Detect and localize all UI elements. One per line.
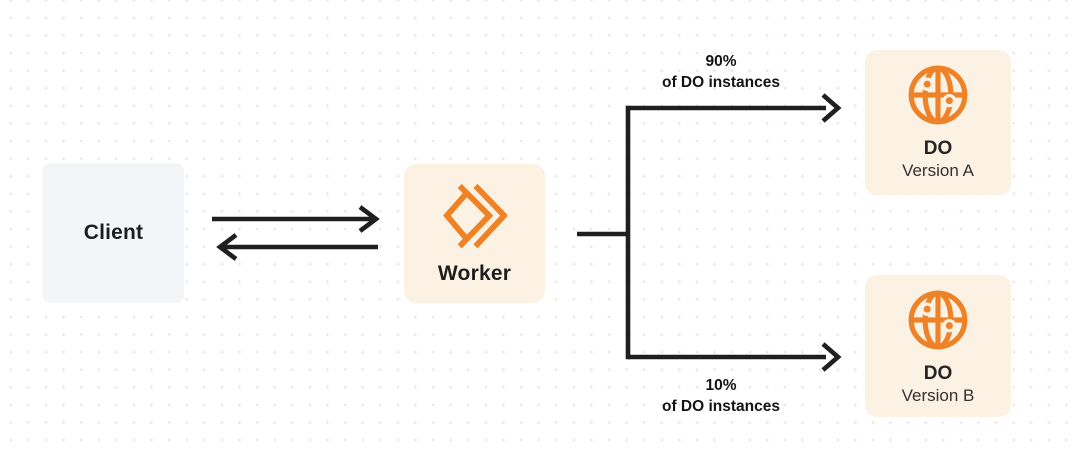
node-client: Client bbox=[43, 163, 184, 303]
arrow-to-do-version-a-head bbox=[821, 93, 842, 123]
node-do-version-b: DO Version B bbox=[865, 275, 1011, 417]
durable-object-globe-icon bbox=[908, 290, 968, 350]
do-a-subtitle: Version A bbox=[902, 161, 974, 180]
bottom-branch-percent: 10% bbox=[705, 377, 737, 394]
durable-object-globe-icon bbox=[908, 65, 968, 125]
top-branch-caption: of DO instances bbox=[662, 74, 780, 91]
do-a-title: DO bbox=[923, 138, 953, 159]
arrow-client-to-worker-head bbox=[358, 205, 380, 233]
cloudflare-workers-icon bbox=[442, 183, 507, 249]
top-branch-label: 90% of DO instances bbox=[601, 51, 841, 93]
bottom-branch-label: 10% of DO instances bbox=[601, 375, 841, 417]
arrow-to-do-version-b-head bbox=[821, 342, 842, 372]
do-b-title: DO bbox=[923, 363, 953, 384]
worker-label: Worker bbox=[437, 262, 512, 285]
arrow-worker-to-client-head bbox=[216, 233, 238, 261]
top-branch-percent: 90% bbox=[705, 53, 737, 70]
client-label: Client bbox=[83, 221, 144, 244]
node-do-version-a: DO Version A bbox=[865, 50, 1011, 195]
bottom-branch-caption: of DO instances bbox=[662, 398, 780, 415]
node-worker: Worker bbox=[404, 164, 545, 303]
do-b-subtitle: Version B bbox=[901, 386, 975, 405]
